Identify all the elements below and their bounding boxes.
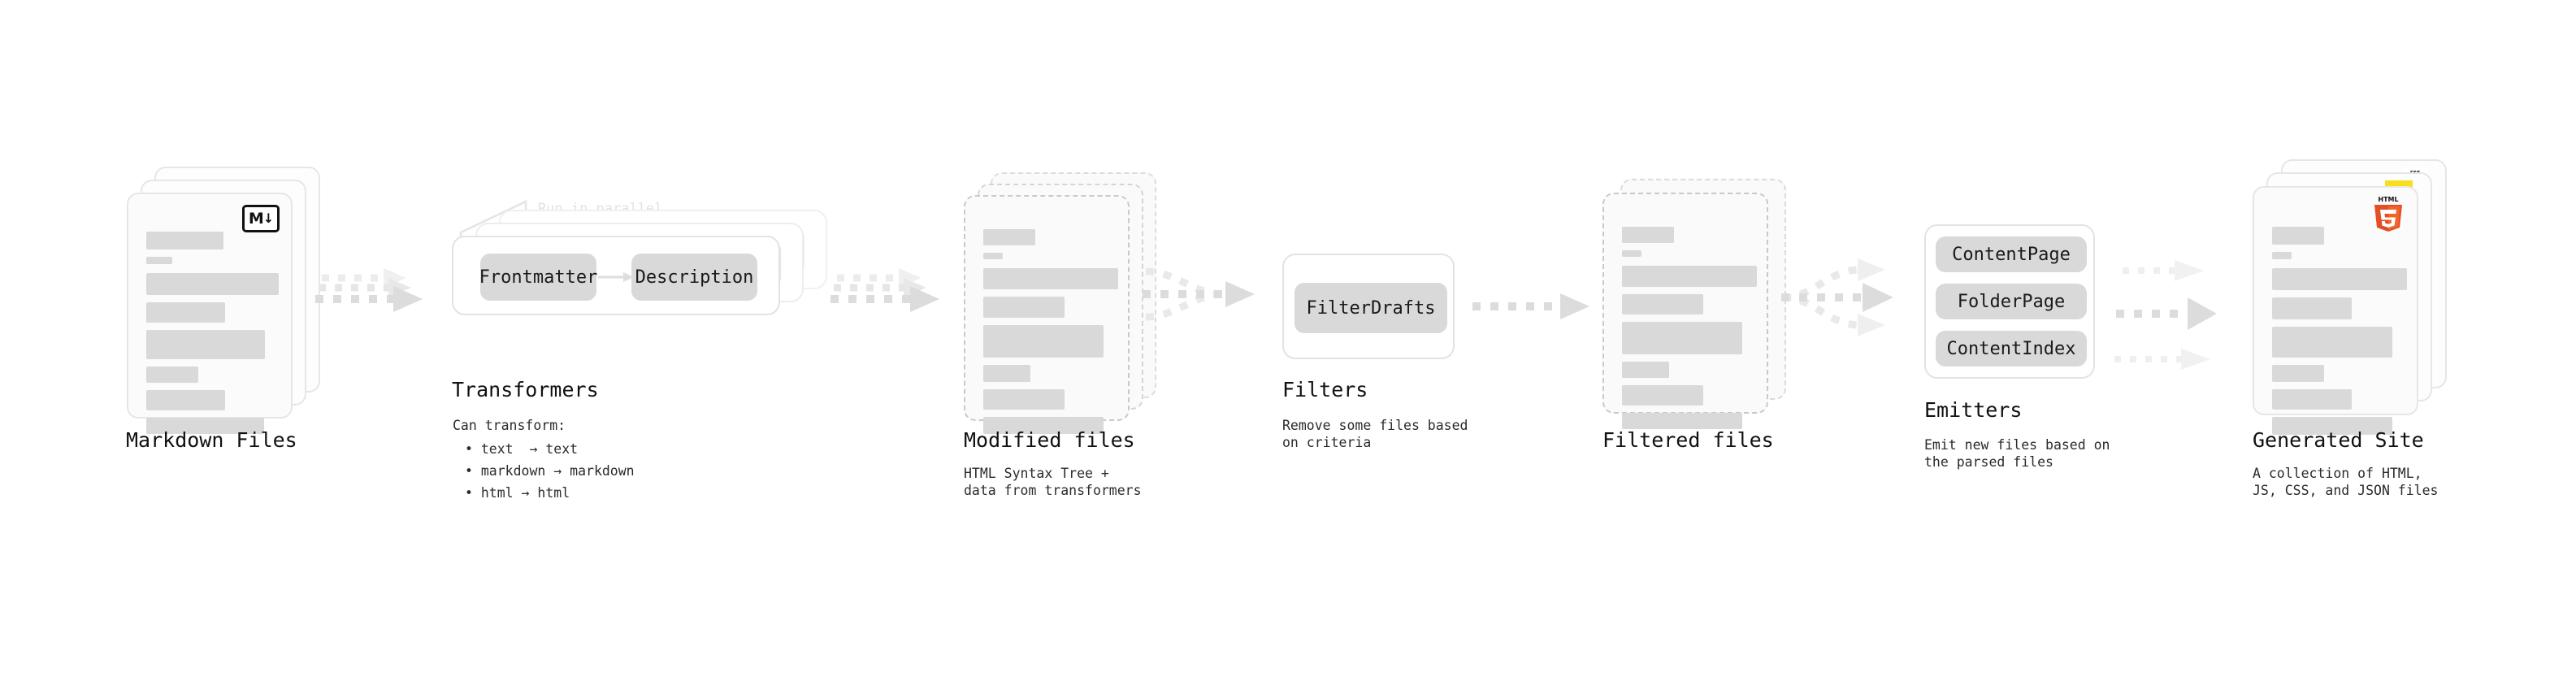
emitter-pill-contentpage[interactable]: ContentPage [1936, 236, 2087, 272]
filtered-card-content [1622, 227, 1757, 436]
transformers-title: Transformers [452, 378, 599, 401]
filtered-card-front [1602, 193, 1768, 429]
emitter-pill-contentindex-label: ContentIndex [1946, 338, 2076, 359]
transformers-bullet-2: • html → html [465, 485, 570, 501]
filtered-to-emitters-connector [1781, 258, 1893, 336]
emitters-box: ContentPage FolderPage ContentIndex [1924, 224, 2095, 379]
transformer-pill-description[interactable]: Description [631, 254, 757, 301]
transformer-pill-frontmatter[interactable]: Frontmatter [479, 254, 598, 301]
transformer-inner-arrow [598, 272, 634, 282]
transformer-pill-frontmatter-label: Frontmatter [479, 267, 598, 288]
filters-box: FilterDrafts [1282, 254, 1455, 359]
svg-text:HTML: HTML [2378, 196, 2398, 203]
html5-icon: HTML [2371, 194, 2405, 233]
modified-to-filters-connector [1143, 267, 1255, 321]
transformer-pill-description-label: Description [635, 267, 754, 288]
markdown-icon: M↓ [242, 205, 280, 232]
css-icon-label: css [2410, 169, 2420, 176]
filtered-files-title: Filtered files [1602, 428, 1774, 452]
generated-card-front-html: HTML [2253, 186, 2418, 435]
filter-pill-filterdrafts-label: FilterDrafts [1306, 297, 1436, 319]
generated-card-content [2272, 227, 2407, 442]
modified-files-subtitle: HTML Syntax Tree + data from transformer… [964, 466, 1142, 498]
generated-site-subtitle: A collection of HTML, JS, CSS, and JSON … [2253, 466, 2439, 498]
markdown-files-title: Markdown Files [126, 428, 297, 452]
emitter-pill-contentpage-label: ContentPage [1952, 244, 2071, 265]
modified-files-title: Modified files [964, 428, 1135, 452]
filters-to-filtered-connector [1472, 293, 1589, 319]
emitters-title: Emitters [1924, 398, 2023, 422]
markdown-card-front: M↓ [127, 193, 293, 434]
emitter-pill-contentindex[interactable]: ContentIndex [1936, 331, 2087, 367]
filters-subtitle: Remove some files based on criteria [1282, 418, 1468, 450]
transformers-to-modified-connector [830, 268, 939, 312]
transformers-subtitle: Can transform: [453, 418, 566, 433]
transformers-box-front: Frontmatter Description [452, 236, 780, 315]
transformers-bullet-1: • markdown → markdown [465, 463, 635, 479]
emitters-to-site-connector [2114, 260, 2217, 370]
modified-card-content [983, 229, 1118, 441]
modified-card-front [964, 195, 1130, 434]
md-to-transformers-connector [315, 268, 423, 312]
markdown-icon-letter: M [248, 209, 264, 228]
filter-pill-filterdrafts[interactable]: FilterDrafts [1295, 283, 1447, 333]
transformers-bullet-0: • text → text [465, 441, 579, 457]
emitter-pill-folderpage-label: FolderPage [1957, 291, 2066, 312]
emitters-subtitle: Emit new files based on the parsed files [1924, 437, 2110, 470]
filters-title: Filters [1282, 378, 1368, 401]
emitter-pill-folderpage[interactable]: FolderPage [1936, 284, 2087, 319]
generated-site-title: Generated Site [2253, 428, 2424, 452]
markdown-card-content [146, 232, 279, 441]
